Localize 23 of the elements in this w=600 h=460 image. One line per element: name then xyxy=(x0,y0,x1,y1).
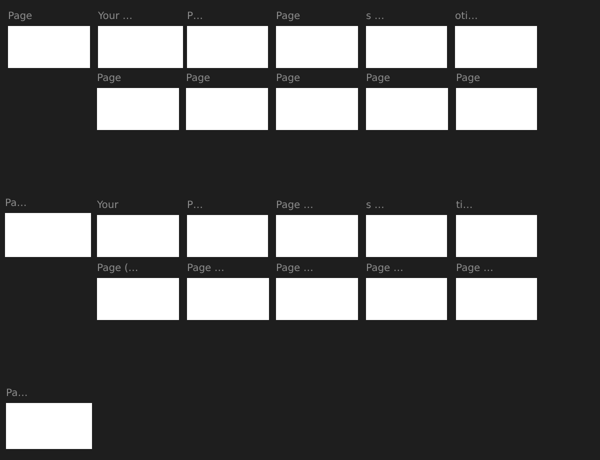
frame-title: Your … xyxy=(98,10,133,23)
frame-title: s … xyxy=(366,199,384,212)
frame-title: Page xyxy=(276,72,300,85)
frame-title: s … xyxy=(366,10,384,23)
frame-title: Pa… xyxy=(6,387,28,400)
frame-title: Page xyxy=(186,72,210,85)
frame-title: ti… xyxy=(456,199,473,212)
frame-title: P… xyxy=(187,199,204,212)
frame-title: Page … xyxy=(456,262,494,275)
frame-title: Page … xyxy=(276,199,314,212)
frame-title: Page xyxy=(8,10,32,23)
frame-title: Your xyxy=(97,199,118,212)
frame-title: Pa… xyxy=(5,197,27,210)
frame-title: Page xyxy=(456,72,480,85)
frame-title: Page … xyxy=(276,262,314,275)
frame-title: Page xyxy=(97,72,122,85)
frame-title: Page xyxy=(276,10,300,23)
frame-title: Page … xyxy=(187,262,224,275)
frame-title: oti… xyxy=(455,10,478,23)
frame-title: Page xyxy=(366,72,390,85)
frame-title: Page … xyxy=(366,262,404,275)
frame-title: P… xyxy=(187,10,204,23)
frame-title: Page (… xyxy=(97,262,138,275)
